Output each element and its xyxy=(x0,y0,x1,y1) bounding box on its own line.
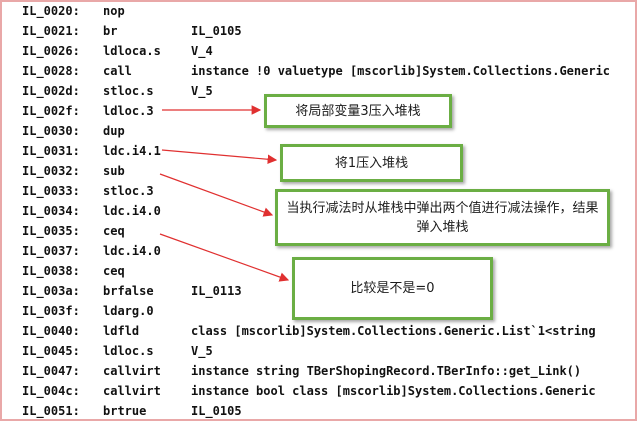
il-opcode: ldloca.s xyxy=(103,44,161,58)
il-opcode: ceq xyxy=(103,224,125,238)
il-opcode: ldloc.s xyxy=(103,344,154,358)
il-line: IL_0051: brtrue IL_0105 xyxy=(2,401,635,419)
il-offset: IL_0033: xyxy=(22,184,80,198)
il-offset: IL_003f: xyxy=(22,304,80,318)
il-operand: instance !0 valuetype [mscorlib]System.C… xyxy=(191,64,611,78)
il-offset: IL_0040: xyxy=(22,324,80,338)
il-operand: IL_0113 xyxy=(191,284,242,298)
il-opcode: ldc.i4.0 xyxy=(103,244,161,258)
il-line: IL_0026: ldloca.s V_4 xyxy=(2,41,635,61)
il-operand: V_5 xyxy=(191,344,213,358)
il-offset: IL_0035: xyxy=(22,224,80,238)
il-offset: IL_0034: xyxy=(22,204,80,218)
il-offset: IL_0030: xyxy=(22,124,80,138)
il-line: IL_0031: ldc.i4.1 xyxy=(2,141,635,161)
il-line: IL_0047: callvirt instance string TBerShop… xyxy=(2,361,635,381)
il-opcode: call xyxy=(103,64,132,78)
il-line: IL_004c: callvirt instance bool class [msc… xyxy=(2,381,635,401)
il-operand: V_4 xyxy=(191,44,213,58)
il-line: IL_0032: sub xyxy=(2,161,635,181)
il-opcode: nop xyxy=(103,4,125,18)
il-opcode: ldarg.0 xyxy=(103,304,154,318)
il-offset: IL_0045: xyxy=(22,344,80,358)
il-opcode: stloc.3 xyxy=(103,184,154,198)
il-opcode: ldfld xyxy=(103,324,140,338)
callout-push-1: 将1压入堆栈 xyxy=(280,144,463,182)
il-opcode: ldc.i4.0 xyxy=(103,204,161,218)
il-line: IL_0038: ceq xyxy=(2,261,635,281)
il-line: IL_002f: ldloc.3 xyxy=(2,101,635,121)
il-operand: IL_0105 xyxy=(191,404,242,418)
il-opcode: brtrue xyxy=(103,404,147,418)
il-line: IL_0034: ldc.i4.0 xyxy=(2,201,635,221)
il-line: IL_0035: ceq xyxy=(2,221,635,241)
il-offset: IL_003a: xyxy=(22,284,80,298)
il-opcode: dup xyxy=(103,124,125,138)
il-offset: IL_004c: xyxy=(22,384,80,398)
il-opcode: sub xyxy=(103,164,125,178)
il-offset: IL_002d: xyxy=(22,84,80,98)
il-line: IL_0021: br IL_0105 xyxy=(2,21,635,41)
il-opcode: br xyxy=(103,24,118,38)
il-opcode: ldc.i4.1 xyxy=(103,144,161,158)
il-opcode: stloc.s xyxy=(103,84,154,98)
il-offset: IL_0047: xyxy=(22,364,80,378)
il-line: IL_0020: nop xyxy=(2,2,635,21)
il-line: IL_0033: stloc.3 xyxy=(2,181,635,201)
il-line: IL_0030: dup xyxy=(2,121,635,141)
il-offset: IL_0051: xyxy=(22,404,80,418)
callout-sub-explanation: 当执行减法时从堆栈中弹出两个值进行减法操作，结果弹入堆栈 xyxy=(275,189,610,246)
il-offset: IL_0020: xyxy=(22,4,80,18)
il-offset: IL_0028: xyxy=(22,64,80,78)
il-offset: IL_002f: xyxy=(22,104,80,118)
il-operand: instance string TBerShopingRecord.TBerIn… xyxy=(191,364,582,378)
callout-compare-zero: 比较是不是=0 xyxy=(292,257,493,320)
il-operand: instance bool class [mscorlib]System.Col… xyxy=(191,384,596,398)
il-operand: class [mscorlib]System.Collections.Gener… xyxy=(191,324,596,338)
il-line: IL_002d: stloc.s V_5 xyxy=(2,81,635,101)
il-line: IL_003a: brfalse IL_0113 xyxy=(2,281,635,301)
il-operand: IL_0105 xyxy=(191,24,242,38)
il-line: IL_0045: ldloc.s V_5 xyxy=(2,341,635,361)
il-opcode: ldloc.3 xyxy=(103,104,154,118)
il-line: IL_0040: ldfld class [mscorlib]System.Coll… xyxy=(2,321,635,341)
il-opcode: callvirt xyxy=(103,364,161,378)
il-offset: IL_0026: xyxy=(22,44,80,58)
il-offset: IL_0037: xyxy=(22,244,80,258)
il-offset: IL_0032: xyxy=(22,164,80,178)
callout-push-local3: 将局部变量3压入堆栈 xyxy=(264,94,452,128)
il-opcode: brfalse xyxy=(103,284,154,298)
il-line: IL_0037: ldc.i4.0 xyxy=(2,241,635,261)
il-opcode: ceq xyxy=(103,264,125,278)
il-offset: IL_0038: xyxy=(22,264,80,278)
il-opcode: callvirt xyxy=(103,384,161,398)
il-offset: IL_0021: xyxy=(22,24,80,38)
il-line: IL_0028: call instance !0 valuetype [mscor… xyxy=(2,61,635,81)
il-operand: V_5 xyxy=(191,84,213,98)
il-offset: IL_0031: xyxy=(22,144,80,158)
il-line: IL_003f: ldarg.0 xyxy=(2,301,635,321)
